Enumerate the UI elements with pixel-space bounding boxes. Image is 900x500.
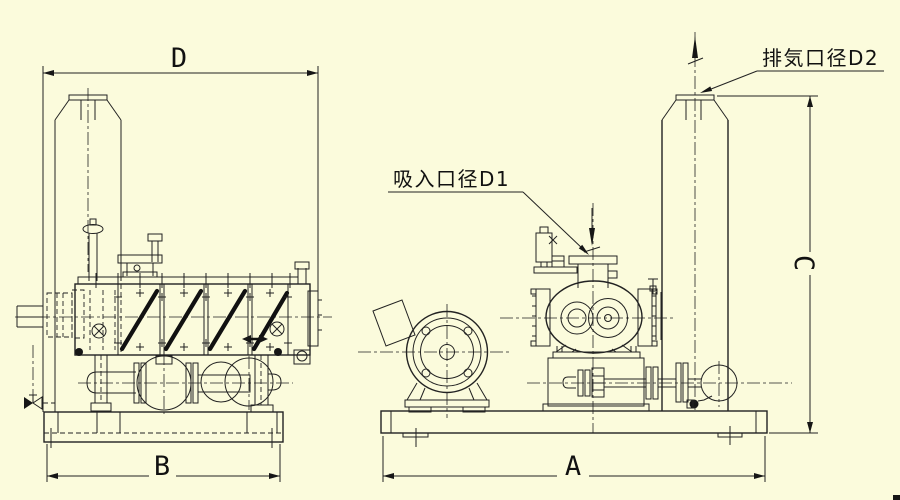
dim-arrow-icon — [754, 473, 765, 479]
rotor — [588, 298, 628, 338]
blower-front — [500, 203, 792, 433]
suction-port-label: 吸入口径D1 — [393, 167, 510, 191]
dim-arrow-icon — [383, 473, 394, 479]
bolt-marks — [114, 289, 292, 351]
silencer-stack-side — [54, 88, 122, 412]
suction-flange — [568, 255, 618, 265]
exhaust-port-label: 排気口径D2 — [762, 46, 879, 70]
rail-bolts — [95, 273, 291, 288]
dimension-b-label: B — [154, 451, 170, 482]
pump-pedestal — [542, 346, 650, 412]
dim-arrow-icon — [47, 473, 58, 479]
dimension-d-label: D — [171, 43, 187, 74]
corner-mark — [893, 495, 900, 500]
drain-valve — [24, 345, 55, 410]
motor-front — [358, 299, 512, 418]
side-view: D — [15, 43, 332, 482]
grease-fitting-icon — [91, 321, 285, 339]
dimension-d: D — [42, 43, 319, 412]
flow-arrow-down-icon — [583, 208, 601, 253]
pump-casing — [545, 280, 643, 354]
top-piping-side — [82, 218, 163, 281]
front-view: A C 吸入口径D1 排気口径D2 — [358, 32, 884, 482]
dim-arrow-icon — [269, 473, 280, 479]
base-frame-front — [380, 410, 768, 447]
relief-valve — [533, 226, 578, 274]
double-arrow-icon — [242, 335, 268, 343]
lower-piping-side — [78, 352, 293, 414]
dimension-c-label: C — [788, 255, 819, 271]
silencer-stack-front — [661, 32, 729, 411]
dimension-b: B — [46, 444, 281, 482]
dim-arrow-icon — [807, 422, 813, 433]
dim-arrow-icon — [43, 70, 54, 76]
flow-arrow-up-icon — [687, 36, 704, 65]
base-frame-side — [43, 411, 284, 448]
blower-casing-side — [15, 261, 332, 365]
discharge-flange-side — [117, 254, 163, 264]
suction-callout: 吸入口径D1 — [388, 167, 589, 255]
dimension-a: A — [382, 436, 766, 482]
exhaust-callout: 排気口径D2 — [700, 46, 884, 93]
rotor — [560, 301, 594, 335]
breather-cap — [294, 261, 310, 270]
silencer-pot — [224, 357, 274, 407]
dimension-a-label: A — [565, 451, 581, 482]
end-cover-side — [307, 290, 319, 347]
dimension-c: C — [717, 95, 819, 434]
motor-foot — [404, 399, 490, 408]
terminal-box — [372, 299, 416, 347]
dim-arrow-icon — [307, 70, 318, 76]
exhaust-leader-arrow — [700, 86, 713, 93]
drain-pot — [686, 361, 738, 409]
gear-train — [562, 362, 701, 403]
suction-leader-arrow — [578, 244, 589, 255]
dim-arrow-icon — [807, 96, 813, 107]
